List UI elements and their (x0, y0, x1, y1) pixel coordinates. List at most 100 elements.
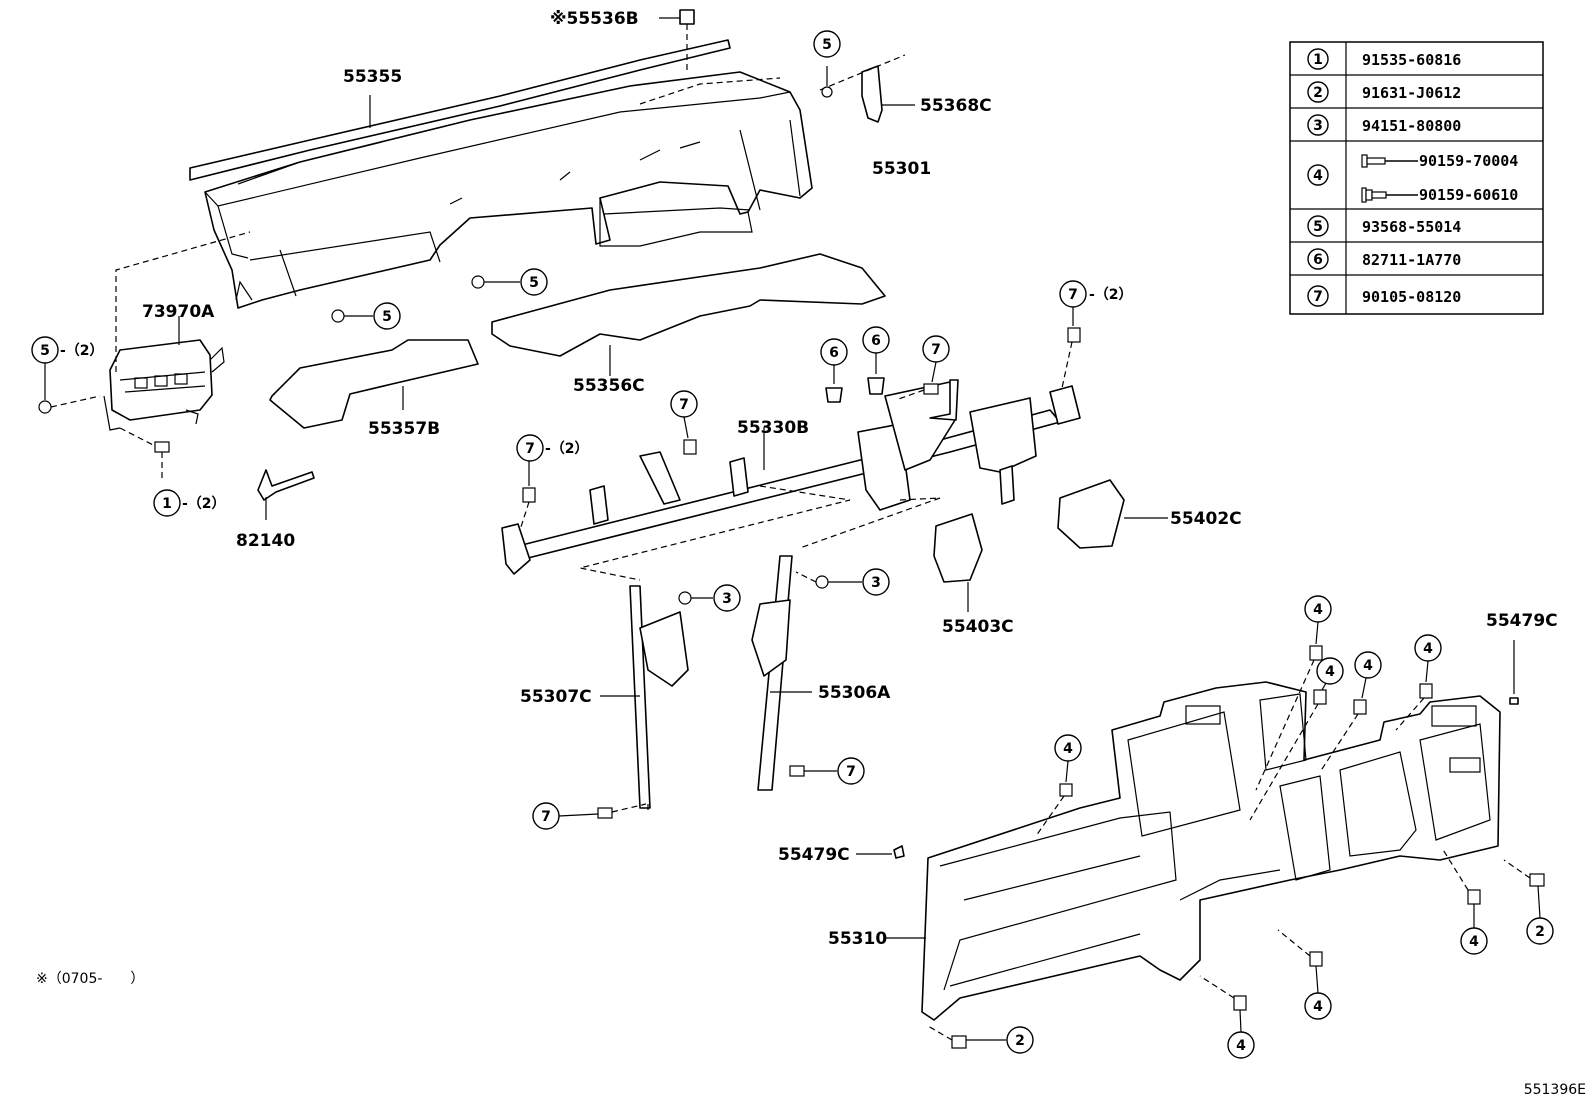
label-55355: 55355 (343, 67, 402, 87)
svg-text:6: 6 (871, 333, 881, 349)
svg-text:4: 4 (1063, 741, 1073, 757)
callout-3-right: 3 (795, 568, 890, 596)
callout-4-g: 4 (1277, 929, 1332, 1020)
svg-text:2: 2 (1313, 85, 1323, 101)
callout-5-mid: 5 (471, 268, 548, 296)
part-55479C-clip-left (856, 845, 905, 859)
part-55330B-reinforcement (501, 379, 1081, 581)
table-row-5: 5 93568-55014 (1307, 215, 1461, 237)
svg-text:2: 2 (1535, 924, 1545, 940)
svg-text:-（2）: -（2） (60, 343, 104, 359)
svg-text:5: 5 (529, 275, 539, 291)
callout-7-center: 7 (670, 390, 698, 455)
part-55310-lower-panel (884, 681, 1501, 1021)
callout-5-left: 5 -（2） (31, 336, 104, 414)
part-55368C-bracket (819, 54, 915, 123)
part-55306A-brace (751, 555, 812, 791)
svg-text:94151-80800: 94151-80800 (1362, 117, 1461, 135)
svg-text:4: 4 (1423, 641, 1433, 657)
svg-text:7: 7 (1313, 289, 1323, 305)
label-55357B: 55357B (368, 419, 440, 439)
svg-text:6: 6 (1313, 252, 1323, 268)
svg-text:5: 5 (822, 37, 832, 53)
label-55403C: 55403C (942, 617, 1014, 637)
label-55301: 55301 (872, 159, 931, 179)
table-row-1: 1 91535-60816 (1307, 48, 1461, 70)
callout-7-upper: 7 (895, 335, 950, 401)
callout-7-right: 7 -（2） (1059, 280, 1133, 389)
svg-text:1: 1 (162, 496, 172, 512)
svg-text:7: 7 (931, 342, 941, 358)
label-73970A: 73970A (142, 302, 215, 322)
part-55356C-pad (491, 253, 886, 376)
svg-text:5: 5 (382, 309, 392, 325)
label-55307C: 55307C (520, 687, 592, 707)
parts-table: 1 91535-60816 2 91631-J0612 3 94151-8080… (1289, 41, 1544, 315)
callout-4-d: 4 (1319, 651, 1382, 773)
callout-4-c: 4 (1249, 657, 1344, 821)
svg-text:7: 7 (679, 397, 689, 413)
label-82140: 82140 (236, 531, 295, 551)
svg-text:4: 4 (1236, 1038, 1246, 1054)
svg-text:7: 7 (1068, 287, 1078, 303)
part-73970A-airbag (103, 231, 251, 431)
label-55310: 55310 (828, 929, 887, 949)
svg-text:82711-1A770: 82711-1A770 (1362, 251, 1461, 269)
svg-text:-（2）: -（2） (1089, 287, 1133, 303)
svg-text:6: 6 (829, 345, 839, 361)
svg-text:3: 3 (722, 591, 732, 607)
svg-text:91535-60816: 91535-60816 (1362, 51, 1461, 69)
svg-text:5: 5 (1313, 219, 1323, 235)
part-55479C-clip-right (1509, 640, 1519, 705)
label-55536B: ※55536B (550, 9, 639, 29)
footnote: ※（0705- ） (36, 971, 144, 987)
svg-text:4: 4 (1325, 664, 1335, 680)
callout-4-h: 4 (1199, 975, 1255, 1059)
part-55355-strip (189, 39, 731, 181)
svg-text:91631-J0612: 91631-J0612 (1362, 84, 1461, 102)
label-55368C: 55368C (920, 96, 992, 116)
callout-7-left: 7 -（2） (516, 434, 589, 531)
part-55536B-clip (659, 9, 695, 74)
label-55356C: 55356C (573, 376, 645, 396)
svg-text:3: 3 (871, 575, 881, 591)
svg-text:4: 4 (1363, 658, 1373, 674)
table-row-3: 3 94151-80800 (1307, 114, 1461, 136)
svg-text:3: 3 (1313, 118, 1323, 134)
part-55307C-brace (600, 585, 689, 810)
svg-text:4: 4 (1313, 602, 1323, 618)
part-55402C-duct (1057, 479, 1168, 549)
label-55402C: 55402C (1170, 509, 1242, 529)
svg-text:93568-55014: 93568-55014 (1362, 218, 1461, 236)
svg-text:5: 5 (40, 343, 50, 359)
diagram-id: 551396E (1524, 1082, 1586, 1098)
svg-text:90159-70004: 90159-70004 (1419, 152, 1518, 170)
callout-2-right: 2 (1503, 859, 1554, 945)
svg-text:1: 1 (1313, 52, 1323, 68)
callout-4-b: 4 (1255, 595, 1332, 791)
table-row-6: 6 82711-1A770 (1307, 248, 1461, 270)
svg-text:4: 4 (1313, 999, 1323, 1015)
svg-text:-（2）: -（2） (545, 441, 589, 457)
svg-text:90105-08120: 90105-08120 (1362, 288, 1461, 306)
callout-5-top: 5 (813, 30, 841, 58)
svg-text:90159-60610: 90159-60610 (1419, 186, 1518, 204)
callout-6-left: 6 (820, 338, 848, 403)
svg-text:2: 2 (1015, 1033, 1025, 1049)
label-55479C-left: 55479C (778, 845, 850, 865)
table-row-7: 7 90105-08120 (1307, 285, 1461, 307)
part-82140-bracket (257, 469, 315, 520)
callout-2-left: 2 (927, 1025, 1034, 1054)
callout-6-right: 6 (862, 326, 890, 395)
label-55306A: 55306A (818, 683, 891, 703)
callout-7-brace-right: 7 (789, 757, 865, 785)
svg-text:7: 7 (525, 441, 535, 457)
label-55330B: 55330B (737, 418, 809, 438)
svg-text:4: 4 (1469, 934, 1479, 950)
callout-4-e: 4 (1395, 634, 1442, 731)
svg-text:7: 7 (846, 764, 856, 780)
part-55357B-pad (269, 339, 479, 429)
callout-1: 1 -（2） (119, 427, 226, 517)
label-55479C-right: 55479C (1486, 611, 1558, 631)
